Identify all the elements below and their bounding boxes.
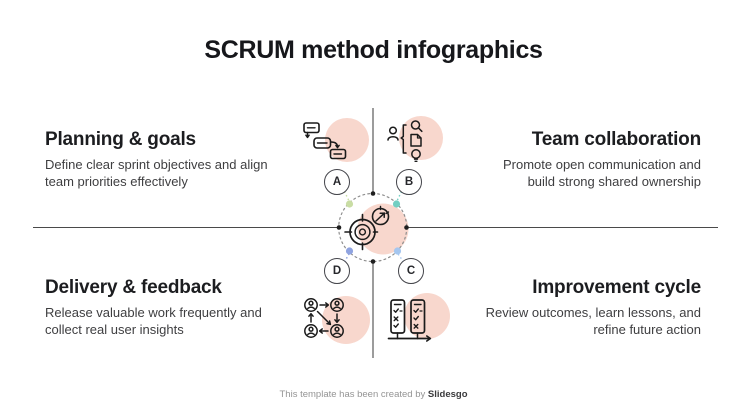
quadrant-body: Release valuable work frequently and col… [45, 305, 262, 338]
axis-junction-dots [336, 191, 409, 264]
footer-text: This template has been created by [279, 389, 428, 400]
quadrant-team: Team collaboration Promote open communic… [446, 129, 701, 190]
quadrant-heading: Delivery & feedback [45, 277, 222, 298]
quadrant-body: Review outcomes, learn lessons, and refi… [485, 305, 701, 338]
footer-brand: Slidesgo [427, 389, 468, 400]
page-title: SCRUM method infographics [204, 36, 543, 64]
quadrant-heading: Team collaboration [531, 129, 701, 150]
quadrant-planning: Planning & goals Define clear sprint obj… [45, 129, 313, 190]
badge-d: D [324, 258, 350, 284]
delivery-icon-backdrop [322, 296, 370, 344]
quadrant-body: Define clear sprint objectives and align… [45, 157, 268, 190]
quadrant-body: Promote open communication and build str… [502, 157, 701, 190]
workflow-icon [303, 122, 347, 160]
checklist-boards-icon [387, 299, 432, 342]
connector-d [343, 247, 354, 263]
footer-credit: This template has been created by Slides… [0, 389, 747, 400]
quadrant-heading: Improvement cycle [532, 277, 701, 298]
badge-a: A [324, 169, 350, 195]
person-search-idea-icon [387, 120, 423, 162]
badge-c: C [398, 258, 424, 284]
quadrant-delivery: Delivery & feedback Release valuable wor… [45, 277, 320, 338]
connector-b [392, 191, 403, 208]
quadrant-improvement: Improvement cycle Review outcomes, learn… [441, 277, 702, 338]
user-network-icon [304, 298, 344, 338]
connector-c [393, 247, 405, 263]
quadrant-heading: Planning & goals [45, 129, 196, 150]
target-gear-icon [344, 205, 390, 251]
planning-icon-backdrop [325, 118, 369, 162]
connector-a [343, 191, 354, 208]
badge-b: B [396, 169, 422, 195]
